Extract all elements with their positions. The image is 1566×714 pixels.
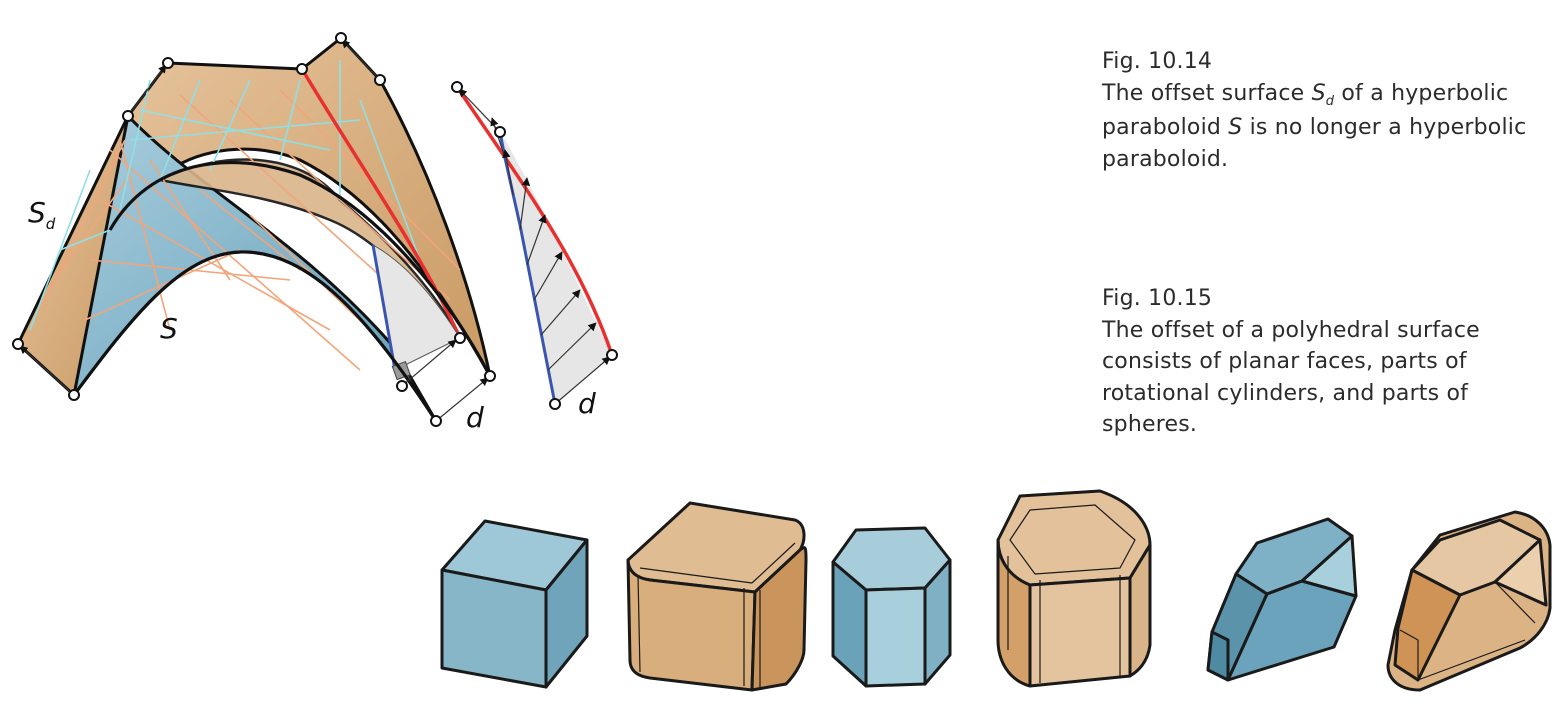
vertex-points [12,32,496,427]
cube [440,519,589,689]
base-boundary-curve [371,244,397,371]
caption-fig-10-14: Fig. 10.14 The offset surface Sd of a hy… [1102,46,1562,175]
offset-irregular-polyhedron [1386,510,1552,692]
offset-cube [626,501,808,692]
caption-line: paraboloid S is no longer a hyperbolic [1102,115,1527,140]
section-vectors [458,88,611,405]
caption-fig-10-15: Fig. 10.15 The offset of a polyhedral su… [1102,283,1562,441]
cross-section-detail: d [451,81,618,420]
polyhedra-row [440,489,1552,692]
caption-line: The offset of a polyhedral surface [1102,317,1480,343]
label-surface: S [160,312,178,345]
ruling-lines-cyan [29,60,421,331]
caption-line: The offset surface Sd of a hyperbolic [1102,80,1509,109]
label-offset-surface: Sd [28,196,56,233]
offset-outline [108,160,492,377]
label-distance-1: d [466,401,484,434]
caption-line: rotational cylinders, and parts of [1102,380,1469,406]
label-distance-2: d [578,387,596,420]
offset-vectors [19,39,489,422]
caption-line: spheres. [1102,412,1198,437]
surface-outline [72,250,438,422]
caption-line: consists of planar faces, parts of [1102,349,1467,374]
caption-line: paraboloid. [1102,146,1229,172]
caption-fig-number: Fig. 10.14 [1102,49,1213,74]
irregular-polyhedron [1206,517,1358,682]
hexagonal-prism [831,526,952,688]
caption-fig-number: Fig. 10.15 [1102,286,1213,311]
hyperbolic-paraboloid-diagram: Sd S d [12,32,496,434]
offset-hexagonal-prism [996,489,1152,688]
